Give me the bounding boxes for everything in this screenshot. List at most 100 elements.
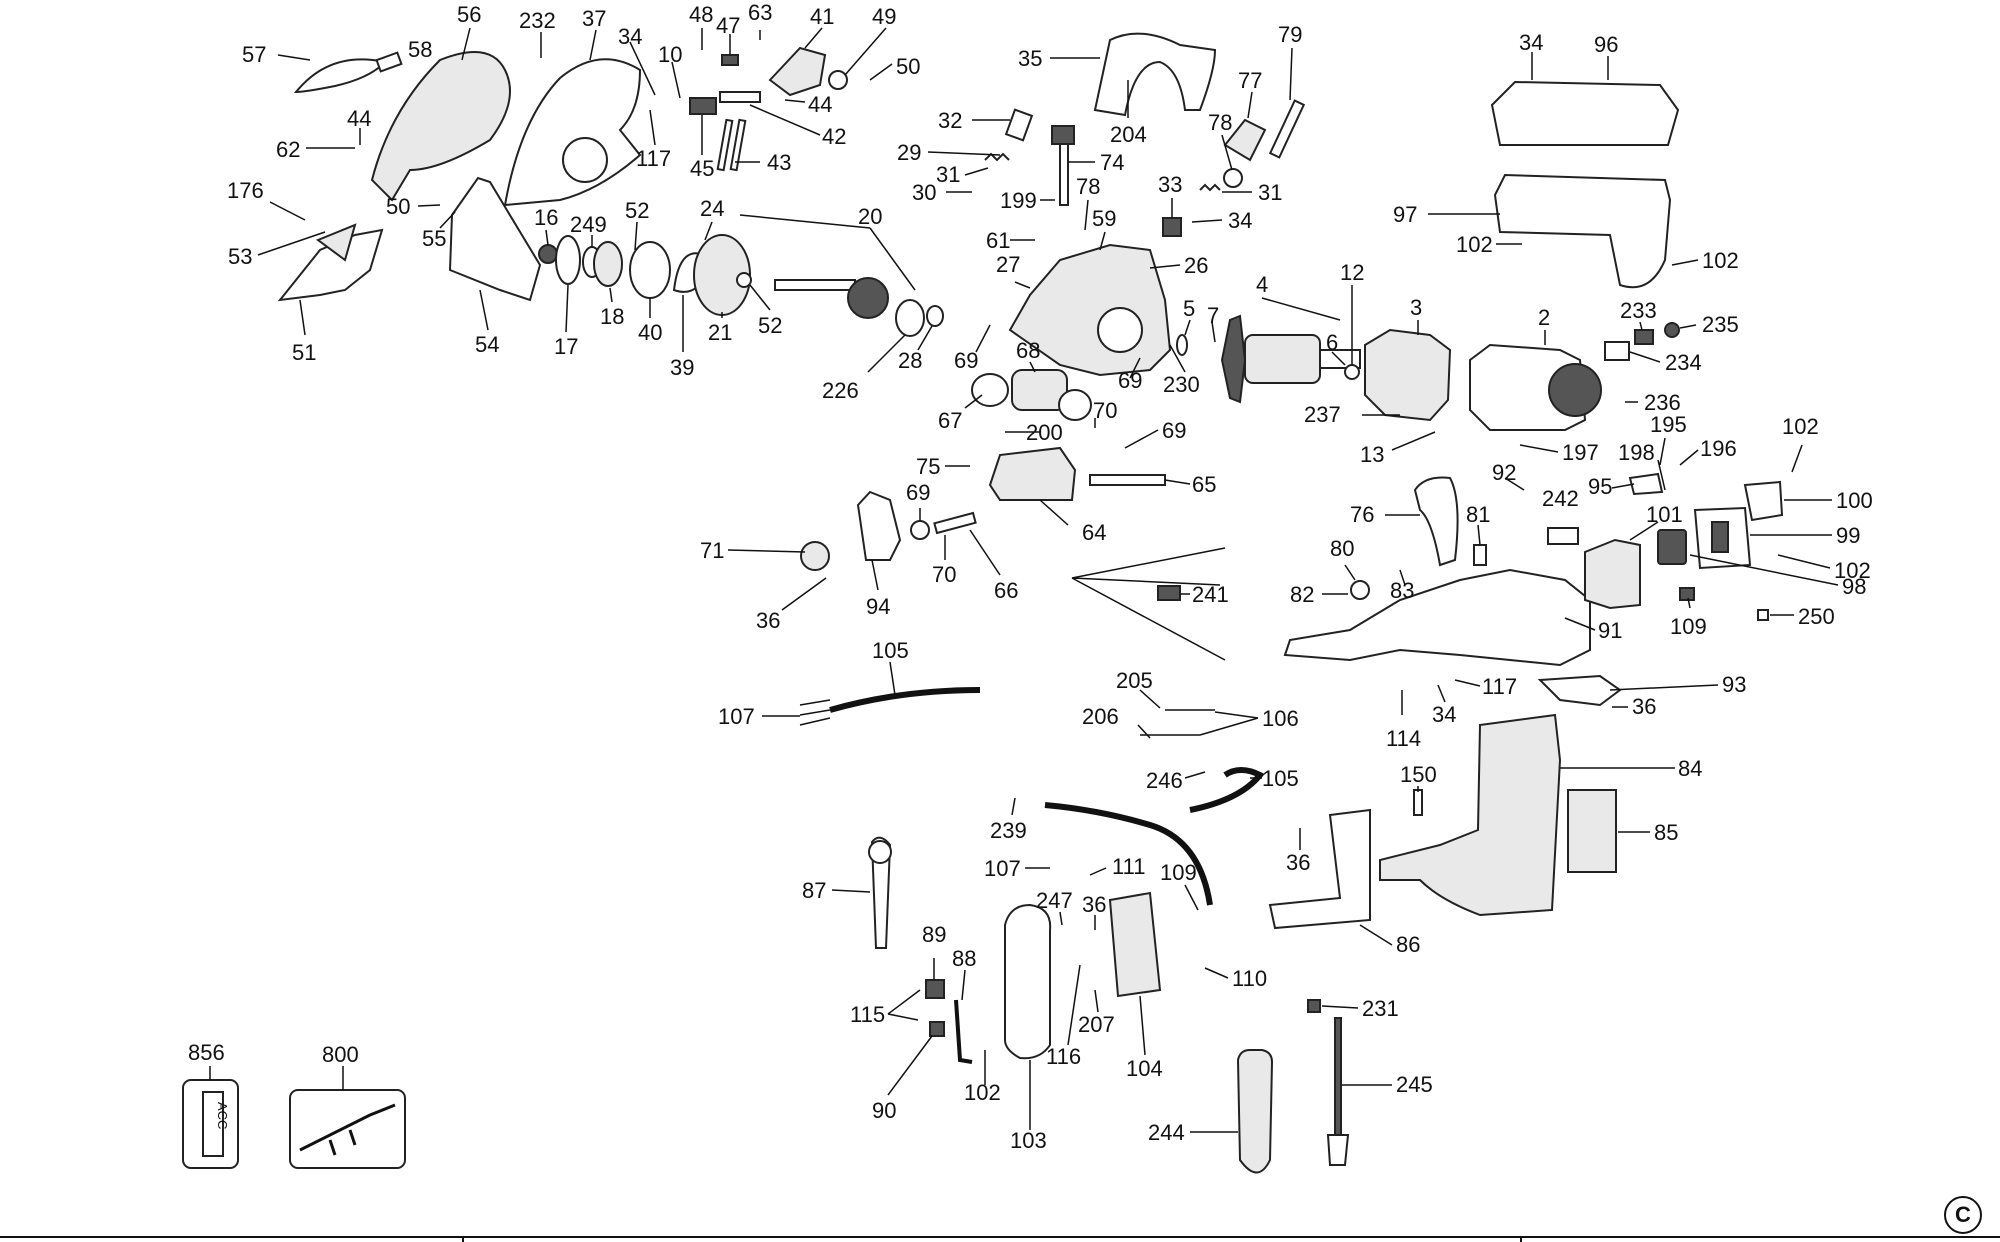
leader-235 — [1679, 324, 1697, 329]
part-31b-spring — [1199, 183, 1221, 192]
callout-92: 92 — [1492, 460, 1516, 485]
callout-6: 6 — [1326, 330, 1338, 355]
callout-244: 244 — [1148, 1120, 1185, 1145]
callout-250: 250 — [1798, 604, 1835, 629]
part-tube — [1044, 802, 1213, 906]
part-58-label — [375, 51, 403, 73]
callout-34b: 34 — [1228, 208, 1252, 233]
callout-77: 77 — [1238, 68, 1262, 93]
leader-28 — [917, 325, 933, 351]
leader-104 — [1139, 995, 1146, 1056]
part-800-kit-box — [289, 1089, 406, 1169]
part-43-rod-b — [729, 118, 747, 172]
callout-27: 27 — [996, 252, 1020, 277]
callout-105a: 105 — [872, 638, 909, 663]
leader-20 — [739, 214, 916, 291]
part-241-ties — [1071, 547, 1226, 661]
callout-89: 89 — [922, 922, 946, 947]
leader-246 — [1184, 771, 1206, 779]
callout-106: 106 — [1262, 706, 1299, 731]
part-89 — [925, 979, 945, 999]
part-81 — [1473, 544, 1487, 566]
part-32 — [1004, 108, 1034, 142]
leader-56 — [461, 27, 471, 61]
bottom-rule-tick-1 — [462, 1236, 464, 1242]
callout-78b: 78 — [1076, 174, 1100, 199]
leader-64 — [1039, 499, 1069, 526]
leader-90 — [887, 1035, 933, 1096]
part-241-tag — [1157, 585, 1181, 601]
part-106-wires — [1140, 709, 1215, 736]
callout-16: 16 — [534, 205, 558, 230]
leader-226 — [867, 334, 906, 373]
leader-53 — [257, 231, 326, 256]
callout-101: 101 — [1646, 502, 1683, 527]
leader-207 — [1094, 989, 1099, 1013]
leader-109a — [1687, 597, 1691, 609]
callout-114: 114 — [1386, 726, 1421, 751]
leader-92 — [1504, 477, 1525, 491]
leader-93 — [1609, 684, 1719, 691]
callout-100: 100 — [1836, 488, 1873, 513]
leader-18 — [609, 287, 613, 303]
leader-80 — [1344, 564, 1356, 581]
leader-88 — [961, 969, 966, 1001]
callout-44b: 44 — [347, 106, 371, 131]
callout-197: 197 — [1562, 440, 1599, 465]
callout-31a: 31 — [936, 162, 960, 187]
callout-34c: 34 — [1519, 30, 1543, 55]
callout-230: 230 — [1163, 372, 1200, 397]
leader-77 — [1247, 91, 1253, 119]
part-856-acc-text: ACC — [215, 1102, 230, 1129]
callout-7: 7 — [1207, 303, 1219, 328]
callout-44a: 44 — [808, 92, 832, 117]
leader-31a — [964, 167, 989, 176]
part-20-gear — [847, 277, 889, 319]
leader-67 — [964, 394, 983, 409]
part-49 — [828, 70, 848, 90]
part-68-end — [1058, 389, 1092, 421]
leader-239 — [1011, 797, 1016, 816]
leader-87 — [831, 889, 871, 893]
part-74-top — [1051, 125, 1075, 145]
part-43-rod-a — [716, 118, 734, 172]
leader-37 — [589, 29, 597, 61]
callout-87: 87 — [802, 878, 826, 903]
callout-85: 85 — [1654, 820, 1678, 845]
callout-90: 90 — [872, 1098, 896, 1123]
callout-88: 88 — [952, 946, 976, 971]
part-26-bearing — [1097, 307, 1143, 353]
part-76-fence-arm — [1413, 476, 1459, 567]
callout-206: 206 — [1082, 704, 1119, 729]
callout-205: 205 — [1116, 668, 1153, 693]
part-84-column — [1379, 713, 1562, 917]
part-87-wrench — [870, 836, 892, 949]
leader-34a — [629, 41, 656, 96]
callout-102c: 102 — [1782, 414, 1819, 439]
callout-99: 99 — [1836, 523, 1860, 548]
leader-196 — [1679, 449, 1699, 466]
callout-39: 39 — [670, 355, 694, 380]
leader-69b — [1129, 357, 1141, 379]
part-52b — [736, 272, 752, 288]
part-96-cover — [1490, 80, 1680, 146]
callout-34d: 34 — [1432, 702, 1456, 727]
leader-27 — [1014, 281, 1031, 289]
leader-109b — [1184, 884, 1199, 911]
callout-69b: 69 — [1118, 368, 1142, 393]
callout-107a: 107 — [718, 704, 755, 729]
callout-50a: 50 — [896, 54, 920, 79]
leader-86 — [1359, 924, 1393, 946]
callout-111: 111 — [1112, 854, 1145, 879]
part-103-plate — [1004, 903, 1052, 1060]
callout-856: 856 — [188, 1040, 225, 1065]
leader-52b — [749, 284, 771, 311]
callout-65: 65 — [1192, 472, 1216, 497]
callout-105b: 105 — [1262, 766, 1299, 791]
leader-247 — [1059, 911, 1063, 926]
callout-57: 57 — [242, 42, 266, 67]
leader-68 — [1029, 361, 1036, 373]
callout-48: 48 — [689, 2, 713, 27]
part-64-pivot — [988, 446, 1077, 501]
callout-234: 234 — [1665, 350, 1702, 375]
